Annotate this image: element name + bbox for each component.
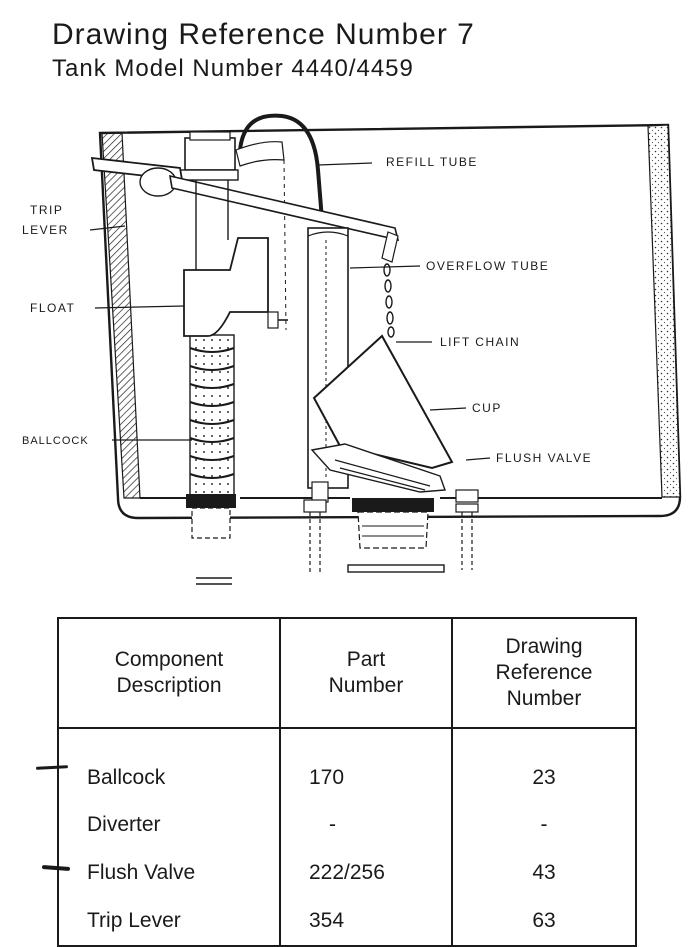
cell-component: Diverter — [57, 801, 281, 849]
table-header-row: Component Description Part Number Drawin… — [57, 617, 637, 729]
cell-component: Ballcock — [57, 728, 281, 801]
cell-part-number: 170 — [279, 728, 453, 801]
parts-table: Component Description Part Number Drawin… — [57, 617, 637, 947]
trip-lever-label-line1: TRIP — [30, 203, 63, 217]
lift-chain-label: LIFT CHAIN — [440, 335, 520, 349]
ballcock-label: BALLCOCK — [22, 435, 89, 447]
cell-drawing-ref: 63 — [451, 897, 637, 947]
page-title: Drawing Reference Number 7 — [52, 18, 475, 51]
cell-drawing-ref: 23 — [451, 728, 637, 801]
flush-valve-label: FLUSH VALVE — [496, 451, 592, 465]
tank-shell — [98, 123, 682, 520]
leader-lines — [89, 162, 491, 461]
table-row: Trip Lever 354 63 — [57, 897, 637, 947]
header-part-number: Part Number — [279, 617, 453, 729]
refill-tube-label: REFILL TUBE — [386, 155, 478, 169]
page-subtitle: Tank Model Number 4440/4459 — [52, 55, 414, 82]
trip-lever — [90, 156, 400, 263]
lift-chain — [383, 263, 395, 338]
cell-part-number: - — [279, 801, 453, 849]
float — [183, 237, 288, 337]
cell-drawing-ref: - — [451, 801, 637, 849]
table-row: Ballcock 170 23 — [57, 728, 637, 801]
trip-lever-label-line2: LEVER — [22, 223, 69, 237]
cup-label: CUP — [472, 401, 502, 415]
header-drawing-reference-number: Drawing Reference Number — [451, 617, 637, 729]
ballcock-shaft — [189, 180, 235, 496]
cell-part-number: 354 — [279, 897, 453, 947]
ballcock-nut — [186, 494, 236, 585]
cell-part-number: 222/256 — [279, 849, 453, 897]
cell-component: Trip Lever — [57, 897, 281, 947]
ballcock-head — [177, 131, 287, 331]
tank-diagram: REFILL TUBE TRIP LEVER OVERFLOW TUBE FLO… — [22, 113, 682, 585]
flush-valve-tick-mark — [41, 865, 71, 871]
cell-drawing-ref: 43 — [451, 849, 637, 897]
header-component-description: Component Description — [57, 617, 281, 729]
float-label: FLOAT — [30, 301, 75, 315]
flush-valve-cup — [312, 334, 454, 470]
overflow-tube-label: OVERFLOW TUBE — [426, 259, 549, 273]
refill-tube — [238, 113, 324, 221]
table-row: Flush Valve 222/256 43 — [57, 849, 637, 897]
table-row: Diverter - - — [57, 801, 637, 849]
tank-bolts — [303, 489, 479, 575]
flush-valve-seat — [310, 443, 446, 573]
cell-component: Flush Valve — [57, 849, 281, 897]
